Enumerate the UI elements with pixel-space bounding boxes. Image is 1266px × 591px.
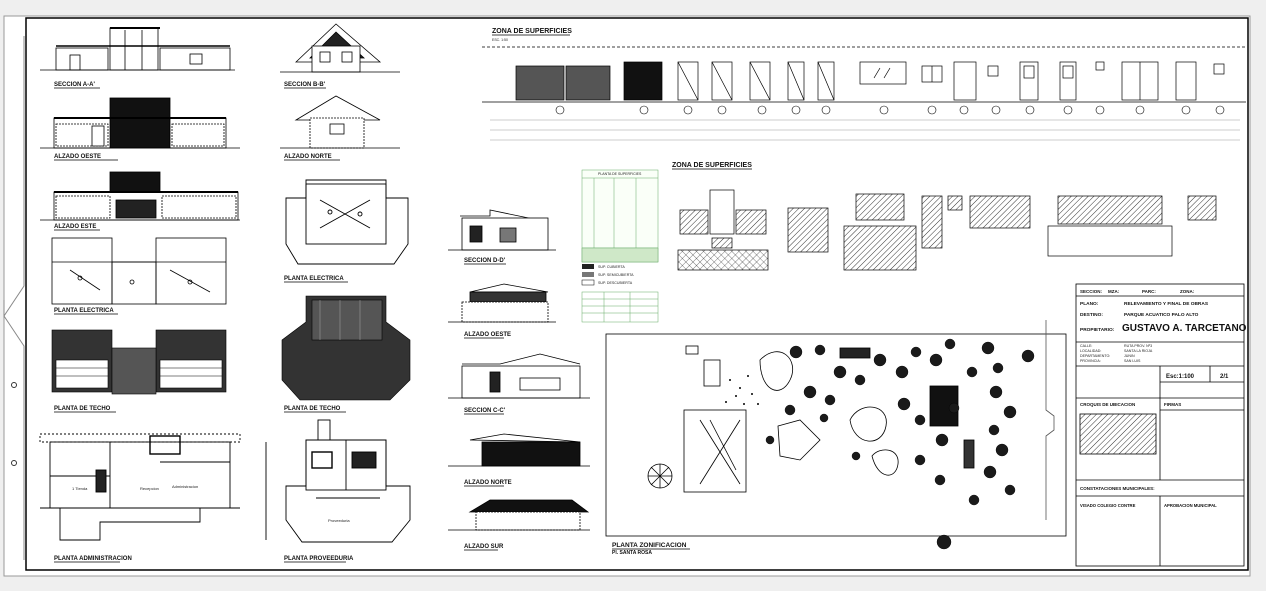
svg-text:CONSTATACIONES MUNICIPALES:: CONSTATACIONES MUNICIPALES:	[1080, 486, 1155, 491]
svg-text:Recepcion: Recepcion	[140, 486, 159, 491]
svg-text:SUP. SEMICUBIERTA: SUP. SEMICUBIERTA	[598, 273, 634, 277]
label-seccion-dd: SECCION D-D'	[464, 258, 506, 264]
svg-text:SECCION:: SECCION:	[1080, 289, 1103, 294]
svg-text:Proveeduria: Proveeduria	[328, 518, 350, 523]
alzado-norte-mid	[280, 95, 400, 149]
site-plan	[605, 333, 1067, 537]
label-alzado-oeste-right: ALZADO OESTE	[464, 332, 511, 338]
openings-schedule	[482, 46, 1246, 103]
svg-text:PROVINCIA:: PROVINCIA:	[1080, 359, 1101, 363]
alzado-este	[40, 171, 240, 221]
site-trees	[765, 338, 1035, 550]
svg-text:ESC. 1:50: ESC. 1:50	[492, 38, 508, 42]
svg-text:PARC:: PARC:	[1142, 289, 1156, 294]
label-zona-superficies-mid: ZONA DE SUPERFICIES	[672, 162, 752, 169]
label-seccion-cc: SECCION C-C'	[464, 408, 506, 414]
planta-administracion	[39, 433, 241, 541]
label-alzado-sur: ALZADO SUR	[464, 544, 504, 550]
label-planta-electrica: PLANTA ELECTRICA	[54, 308, 114, 314]
label-alzado-este: ALZADO ESTE	[54, 224, 96, 230]
label-planta-proveeduria: PLANTA PROVEEDURIA	[284, 556, 354, 562]
punch-hole	[11, 460, 17, 466]
svg-text:DEPARTAMENTO:: DEPARTAMENTO:	[1080, 354, 1110, 358]
planta-techo-left	[51, 329, 227, 395]
svg-text:CALLE:: CALLE:	[1080, 344, 1092, 348]
sheet-number: 2/1	[1220, 374, 1229, 380]
planta-electrica-mid	[285, 179, 409, 265]
label-zona-superficies-top: ZONA DE SUPERFICIES	[492, 28, 572, 35]
svg-text:SUP. CUBIERTA: SUP. CUBIERTA	[598, 265, 625, 269]
label-planta-zonificacion: PLANTA ZONIFICACION	[612, 542, 687, 549]
superficies-zones	[677, 189, 1217, 271]
svg-text:LOCALIDAD:: LOCALIDAD:	[1080, 349, 1101, 353]
label-santa-rosa: Pl. SANTA ROSA	[612, 550, 652, 556]
svg-text:SUP. DESCUBIERTA: SUP. DESCUBIERTA	[598, 281, 633, 285]
svg-text:MZA:: MZA:	[1108, 289, 1120, 294]
label-alzado-oeste: ALZADO OESTE	[54, 154, 101, 160]
svg-text:SAN LUIS: SAN LUIS	[1124, 359, 1141, 363]
label-planta-electrica-mid: PLANTA ELECTRICA	[284, 276, 344, 282]
seccion-aa	[40, 27, 235, 71]
svg-text:DESTINO:: DESTINO:	[1080, 312, 1103, 318]
planta-proveeduria	[265, 419, 411, 543]
svg-text:ZONA:: ZONA:	[1180, 289, 1195, 294]
svg-text:VISADO COLEGIO CONTRE: VISADO COLEGIO CONTRE	[1080, 503, 1136, 508]
title-block	[1075, 283, 1245, 567]
svg-text:Administracion: Administracion	[172, 484, 198, 489]
svg-text:FIRMAS: FIRMAS	[1164, 402, 1181, 407]
owner-name: GUSTAVO A. TARCETANO	[1122, 323, 1247, 334]
alzado-norte-right	[448, 433, 590, 467]
scale-value: Esc:1:100	[1166, 374, 1195, 380]
svg-text:APROBACION MUNICIPAL: APROBACION MUNICIPAL	[1164, 503, 1217, 508]
label-planta-administracion: PLANTA ADMINISTRACION	[54, 556, 132, 562]
svg-text:RUTA PROV. Nº3: RUTA PROV. Nº3	[1124, 344, 1152, 348]
label-seccion-aa: SECCION A-A'	[54, 82, 95, 88]
svg-text:PLANTA DE SUPERFICIES: PLANTA DE SUPERFICIES	[598, 172, 642, 176]
punch-hole	[11, 382, 17, 388]
svg-text:PARQUE ACUATICO PALO ALTO: PARQUE ACUATICO PALO ALTO	[1124, 312, 1199, 318]
site-shrubs	[725, 375, 759, 405]
area-summary-table	[581, 291, 659, 323]
superficies-table	[581, 169, 659, 263]
svg-text:PLANO:: PLANO:	[1080, 301, 1099, 307]
svg-text:SANTA LA RIOJA: SANTA LA RIOJA	[1124, 349, 1153, 353]
label-planta-techo: PLANTA DE TECHO	[54, 406, 111, 412]
legend-swatches: SUP. CUBIERTA SUP. SEMICUBIERTA SUP. DES…	[581, 264, 634, 286]
openings-symbols	[555, 105, 1225, 115]
svg-text:JUNIN: JUNIN	[1124, 354, 1135, 358]
seccion-dd	[448, 209, 556, 251]
seccion-cc	[448, 353, 590, 399]
svg-text:1 Tienda: 1 Tienda	[72, 486, 88, 491]
svg-text:RELEVAMIENTO Y FINAL DE OBRAS: RELEVAMIENTO Y FINAL DE OBRAS	[1124, 301, 1209, 307]
alzado-oeste-right	[448, 283, 556, 323]
label-seccion-bb: SECCION B-B'	[284, 82, 326, 88]
label-planta-techo-mid: PLANTA DE TECHO	[284, 406, 341, 412]
planta-techo-mid	[281, 295, 411, 401]
svg-text:PROPIETARIO:: PROPIETARIO:	[1080, 327, 1115, 333]
seccion-bb	[280, 23, 400, 73]
svg-text:CROQUIS DE UBICACION: CROQUIS DE UBICACION	[1080, 402, 1135, 407]
border-frame	[25, 17, 1249, 571]
alzado-oeste-left	[40, 97, 240, 149]
label-alzado-norte: ALZADO NORTE	[284, 154, 332, 160]
alzado-sur	[448, 499, 590, 531]
planta-electrica-left	[51, 237, 227, 305]
label-alzado-norte-right: ALZADO NORTE	[464, 480, 512, 486]
